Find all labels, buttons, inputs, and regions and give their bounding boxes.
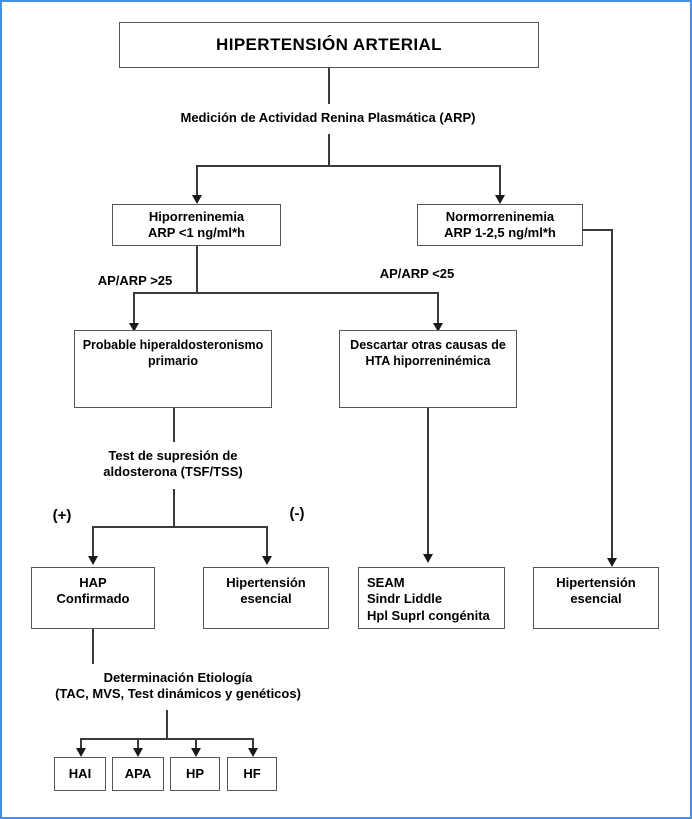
edge-label-ap-arp-high: AP/ARP >25 (97, 273, 173, 288)
connector-to-hf (252, 738, 254, 752)
connector-to-descartar (437, 292, 439, 327)
arrowhead-probable-hiperaldo (129, 323, 139, 332)
node-hipertension-esencial-right: Hipertensión esencial (533, 567, 659, 629)
node-hiporreninemia: Hiporreninemia ARP <1 ng/ml*h (112, 204, 281, 246)
connector-determinacion-down (166, 710, 168, 738)
connector-normo-down-long (611, 229, 613, 564)
connector-to-hiporreninemia (196, 165, 198, 196)
arrowhead-seam (423, 554, 433, 563)
node-seam-group: SEAM Sindr Liddle Hpl Suprl congénita (358, 567, 505, 629)
connector-hap-to-determinacion (92, 629, 94, 664)
arrowhead-hai (76, 748, 86, 757)
arrowhead-hap-confirmado (88, 556, 98, 565)
connector-root-to-arp (328, 68, 330, 104)
arrowhead-hf (248, 748, 258, 757)
edge-label-negative: (-) (289, 505, 305, 522)
connector-to-normorreninemia (499, 165, 501, 196)
node-medicion-arp: Medición de Actividad Renina Plasmática … (180, 110, 476, 125)
connector-to-apa (137, 738, 139, 752)
node-probable-hiperaldosteronismo: Probable hiperaldosteronismo primario (74, 330, 272, 408)
connector-split-bar-posneg (92, 526, 266, 528)
node-hap-confirmado: HAP Confirmado (31, 567, 155, 629)
connector-split-bar-level3 (133, 292, 438, 294)
etiology-box-hf: HF (227, 757, 277, 791)
arrowhead-hiporreninemia (192, 195, 202, 204)
connector-test-down (173, 489, 175, 526)
arrowhead-normorreninemia (495, 195, 505, 204)
edge-label-ap-arp-low: AP/ARP <25 (379, 266, 455, 281)
connector-normo-right-stub (583, 229, 612, 231)
connector-arp-down (328, 134, 330, 165)
connector-split-bar-level2 (196, 165, 500, 167)
node-determinacion-etiologia: Determinación Etiología (TAC, MVS, Test … (55, 670, 301, 702)
arrowhead-apa (133, 748, 143, 757)
connector-to-hipertension-esencial-mid (266, 526, 268, 560)
node-descartar-otras-causas: Descartar otras causas de HTA hiporrenin… (339, 330, 517, 408)
node-hipertension-arterial: HIPERTENSIÓN ARTERIAL (119, 22, 539, 68)
connector-to-hp (195, 738, 197, 752)
connector-to-hai (80, 738, 82, 752)
connector-to-hap-confirmado (92, 526, 94, 560)
arrowhead-descartar (433, 323, 443, 332)
etiology-box-hp: HP (170, 757, 220, 791)
arrowhead-hipertension-esencial-mid (262, 556, 272, 565)
etiology-box-hai: HAI (54, 757, 106, 791)
connector-hiperaldo-to-test (173, 408, 175, 442)
node-test-supresion: Test de supresión de aldosterona (TSF/TS… (103, 448, 243, 480)
connector-to-probable-hiperaldo (133, 292, 135, 327)
etiology-box-apa: APA (112, 757, 164, 791)
edge-label-positive: (+) (52, 507, 72, 524)
node-hipertension-esencial-mid: Hipertensión esencial (203, 567, 329, 629)
connector-hipo-down (196, 246, 198, 292)
arrowhead-hipertension-esencial-right (607, 558, 617, 567)
arrowhead-hp (191, 748, 201, 757)
connector-descartar-to-seam (427, 408, 429, 560)
node-normorreninemia: Normorreninemia ARP 1-2,5 ng/ml*h (417, 204, 583, 246)
connector-split-bar-etiology (80, 738, 252, 740)
